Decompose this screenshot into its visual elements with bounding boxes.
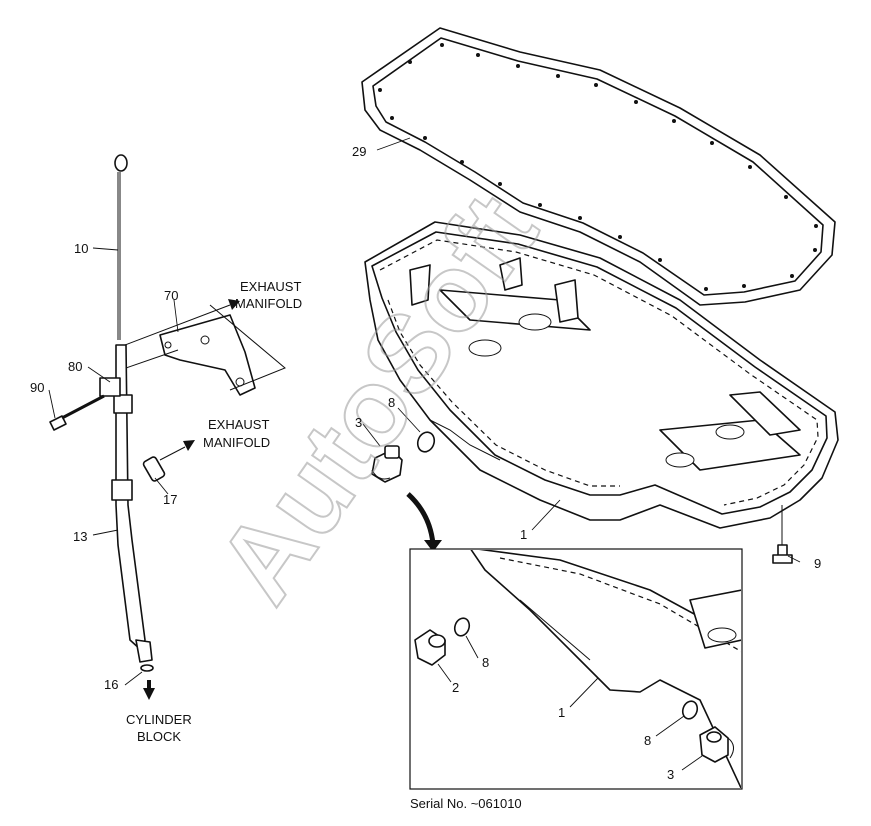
callout-dipstick: 10 xyxy=(74,241,88,256)
callout-inset-oring-bottom: 8 xyxy=(644,733,651,748)
clip-bolt[interactable] xyxy=(49,394,105,431)
inset-plug-lower[interactable] xyxy=(699,726,734,763)
dipstick-guide-tube[interactable] xyxy=(111,344,153,663)
callout-oring-main: 8 xyxy=(388,395,395,410)
inset-leader-lines xyxy=(437,635,703,771)
dipstick[interactable] xyxy=(114,154,128,340)
note-exhaust-lower-line1: EXHAUST xyxy=(208,417,269,432)
detail-arrow xyxy=(406,492,436,545)
callout-plug-main: 3 xyxy=(355,415,362,430)
exhaust-bracket[interactable] xyxy=(159,314,256,396)
note-exhaust-upper-line1: EXHAUST xyxy=(240,279,301,294)
tube-clip[interactable] xyxy=(99,377,121,397)
note-exhaust-upper-line2: MANIFOLD xyxy=(235,296,302,311)
detail-inset xyxy=(409,548,743,790)
callout-oring-tube: 16 xyxy=(104,677,118,692)
inset-plug-upper[interactable] xyxy=(414,629,446,666)
callout-inset-oring-top: 8 xyxy=(482,655,489,670)
callout-bolt-pan: 9 xyxy=(814,556,821,571)
callout-gasket: 29 xyxy=(352,144,366,159)
note-cylinder-line1: CYLINDER xyxy=(126,712,192,727)
callout-bolt-left: 90 xyxy=(30,380,44,395)
callout-inset-plug-top: 2 xyxy=(452,680,459,695)
detail-arrow-head xyxy=(424,540,442,552)
spacer[interactable] xyxy=(142,456,166,482)
exhaust-arrow-upper xyxy=(228,299,240,310)
tube-oring[interactable] xyxy=(140,664,154,672)
callout-guide-tube: 13 xyxy=(73,529,87,544)
oil-pan[interactable] xyxy=(364,221,839,529)
callout-clip: 80 xyxy=(68,359,82,374)
cylinder-block-arrow xyxy=(143,680,155,700)
pan-bolt[interactable] xyxy=(772,505,793,564)
callout-inset-plug-bottom: 3 xyxy=(667,767,674,782)
serial-number: Serial No. ~061010 xyxy=(410,796,522,811)
inset-oring-upper[interactable] xyxy=(452,616,471,638)
exhaust-arrow-lower xyxy=(183,440,195,451)
note-exhaust-lower-line2: MANIFOLD xyxy=(203,435,270,450)
callout-spacer: 17 xyxy=(163,492,177,507)
callout-bracket: 70 xyxy=(164,288,178,303)
leader-lines xyxy=(48,137,801,686)
note-cylinder-line2: BLOCK xyxy=(137,729,181,744)
drain-plug[interactable] xyxy=(371,445,403,483)
callout-inset-pan: 1 xyxy=(558,705,565,720)
drain-plug-oring[interactable] xyxy=(415,430,437,454)
callout-oil-pan: 1 xyxy=(520,527,527,542)
oil-pan-gasket[interactable] xyxy=(361,27,836,306)
inset-oring-lower[interactable] xyxy=(680,699,699,721)
